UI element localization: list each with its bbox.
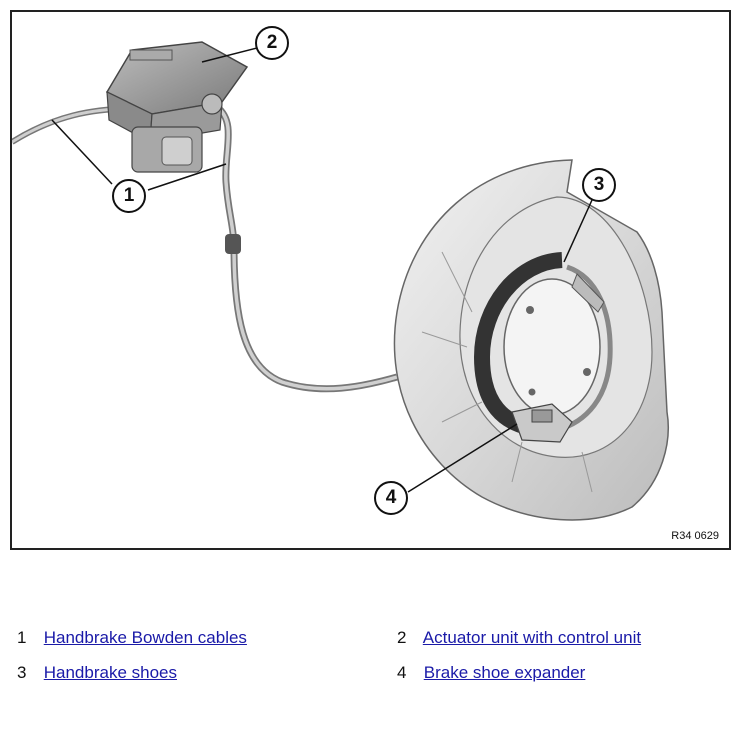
diagram-frame: 1 2 3 4 R34 0629 (10, 10, 731, 550)
legend-item-2: 2 Actuator unit with control unit (397, 628, 641, 648)
legend: 1 Handbrake Bowden cables 2 Actuator uni… (0, 622, 742, 702)
leader-lines (51, 47, 593, 493)
legend-item-4: 4 Brake shoe expander (397, 663, 585, 683)
legend-number: 3 (17, 663, 27, 682)
legend-number: 2 (397, 628, 407, 647)
brake-shoe-expander-link[interactable]: Brake shoe expander (423, 663, 586, 682)
callout-3: 3 (582, 168, 616, 202)
brake-illustration (12, 41, 669, 521)
callout-4: 4 (374, 481, 408, 515)
legend-item-3: 3 Handbrake shoes (17, 663, 177, 683)
callout-1: 1 (112, 179, 146, 213)
handbrake-shoes (473, 252, 613, 435)
bowden-cables (12, 104, 398, 393)
legend-item-1: 1 Handbrake Bowden cables (17, 628, 247, 648)
legend-number: 1 (17, 628, 27, 647)
handbrake-bowden-cables-link[interactable]: Handbrake Bowden cables (43, 628, 247, 647)
brake-shoe-expander (511, 403, 573, 443)
actuator-unit-link[interactable]: Actuator unit with control unit (422, 628, 642, 647)
callout-2: 2 (255, 26, 289, 60)
cable-sleeve (225, 234, 241, 254)
handbrake-shoes-link[interactable]: Handbrake shoes (43, 663, 177, 682)
reference-code: R34 0629 (671, 530, 719, 542)
legend-number: 4 (397, 663, 407, 682)
